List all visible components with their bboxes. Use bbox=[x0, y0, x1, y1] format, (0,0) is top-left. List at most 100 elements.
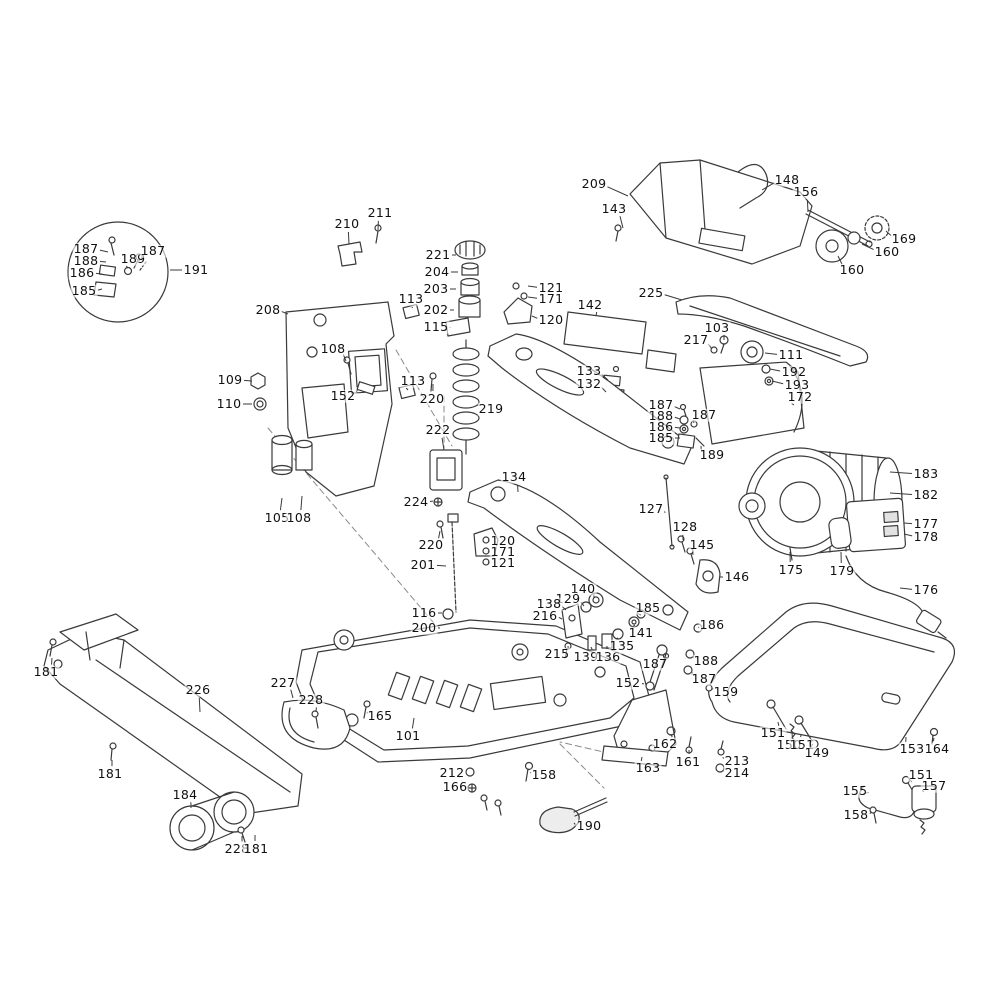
part-label-149: 149 bbox=[803, 744, 831, 760]
pivot-block-art bbox=[429, 449, 499, 635]
part-label-103: 103 bbox=[703, 319, 731, 335]
part-label-136: 136 bbox=[594, 648, 622, 664]
part-label-181: 181 bbox=[96, 765, 124, 781]
part-label-188: 188 bbox=[692, 652, 720, 668]
part-label-212: 212 bbox=[438, 764, 466, 780]
part-label-171: 171 bbox=[537, 290, 565, 306]
part-label-105: 105 bbox=[263, 509, 291, 525]
part-label-192: 192 bbox=[780, 363, 808, 379]
part-label-187: 187 bbox=[690, 406, 718, 422]
part-label-202: 202 bbox=[422, 301, 450, 317]
part-label-171: 171 bbox=[489, 543, 517, 559]
part-label-113: 113 bbox=[399, 372, 427, 388]
pump-bracket-art bbox=[858, 785, 937, 835]
part-label-222: 222 bbox=[424, 421, 452, 437]
terminal-hardware-art bbox=[676, 403, 705, 449]
part-label-178: 178 bbox=[912, 528, 940, 544]
part-label-162: 162 bbox=[651, 735, 679, 751]
blade-holder-arm-art bbox=[563, 295, 869, 445]
part-label-175: 175 bbox=[777, 561, 805, 577]
part-label-220: 220 bbox=[417, 536, 445, 552]
part-label-135: 135 bbox=[608, 637, 636, 653]
part-label-221: 221 bbox=[424, 246, 452, 262]
part-label-201: 201 bbox=[409, 556, 437, 572]
part-label-164: 164 bbox=[923, 740, 951, 756]
part-label-152: 152 bbox=[329, 387, 357, 403]
part-label-186: 186 bbox=[68, 264, 96, 280]
part-label-216: 216 bbox=[531, 607, 559, 623]
part-label-219: 219 bbox=[477, 400, 505, 416]
part-label-200: 200 bbox=[410, 619, 438, 635]
part-label-120: 120 bbox=[489, 532, 517, 548]
part-label-176: 176 bbox=[912, 581, 940, 597]
part-label-151: 151 bbox=[907, 766, 935, 782]
part-label-225: 225 bbox=[637, 284, 665, 300]
tension-knob-stack-art bbox=[398, 240, 533, 400]
part-label-158: 158 bbox=[842, 806, 870, 822]
pivot-hardware-art bbox=[561, 592, 646, 659]
part-label-156: 156 bbox=[792, 183, 820, 199]
part-label-224: 224 bbox=[402, 493, 430, 509]
part-label-127: 127 bbox=[637, 500, 665, 516]
part-label-153: 153 bbox=[898, 740, 926, 756]
upper-arm-art bbox=[487, 333, 693, 465]
part-label-181: 181 bbox=[242, 840, 270, 856]
part-label-210: 210 bbox=[333, 215, 361, 231]
part-label-203: 203 bbox=[422, 280, 450, 296]
part-label-181: 181 bbox=[32, 663, 60, 679]
part-label-189: 189 bbox=[698, 446, 726, 462]
part-label-160: 160 bbox=[873, 243, 901, 259]
part-label-204: 204 bbox=[423, 263, 451, 279]
part-label-159: 159 bbox=[712, 683, 740, 699]
part-label-190: 190 bbox=[575, 817, 603, 833]
part-label-121: 121 bbox=[489, 554, 517, 570]
part-label-184: 184 bbox=[171, 786, 199, 802]
part-label-160: 160 bbox=[838, 261, 866, 277]
part-label-209: 209 bbox=[580, 175, 608, 191]
part-label-220: 220 bbox=[418, 390, 446, 406]
part-label-186: 186 bbox=[647, 418, 675, 434]
dust-cover-art bbox=[43, 613, 351, 851]
part-label-228: 228 bbox=[297, 691, 325, 707]
part-label-108: 108 bbox=[319, 340, 347, 356]
part-label-186: 186 bbox=[698, 616, 726, 632]
part-label-120: 120 bbox=[537, 311, 565, 327]
part-label-187: 187 bbox=[139, 242, 167, 258]
lower-arm-art bbox=[467, 479, 689, 631]
part-label-217: 217 bbox=[682, 331, 710, 347]
part-label-211: 211 bbox=[366, 204, 394, 220]
part-label-208: 208 bbox=[254, 301, 282, 317]
part-label-185: 185 bbox=[70, 282, 98, 298]
part-label-165: 165 bbox=[366, 707, 394, 723]
part-label-110: 110 bbox=[215, 395, 243, 411]
part-label-213: 213 bbox=[723, 752, 751, 768]
part-label-166: 166 bbox=[441, 778, 469, 794]
part-label-146: 146 bbox=[723, 568, 751, 584]
part-label-182: 182 bbox=[912, 486, 940, 502]
part-label-187: 187 bbox=[72, 240, 100, 256]
part-label-185: 185 bbox=[647, 429, 675, 445]
tension-spring-art bbox=[452, 339, 480, 455]
part-label-157: 157 bbox=[920, 777, 948, 793]
part-label-179: 179 bbox=[828, 562, 856, 578]
part-label-145: 145 bbox=[688, 536, 716, 552]
part-label-187: 187 bbox=[641, 655, 669, 671]
part-label-161: 161 bbox=[674, 753, 702, 769]
part-label-140: 140 bbox=[569, 580, 597, 596]
part-label-134: 134 bbox=[500, 468, 528, 484]
part-label-152: 152 bbox=[614, 674, 642, 690]
part-label-121: 121 bbox=[537, 279, 565, 295]
part-label-183: 183 bbox=[912, 465, 940, 481]
part-label-188: 188 bbox=[647, 407, 675, 423]
part-label-108: 108 bbox=[285, 509, 313, 525]
part-label-148: 148 bbox=[773, 171, 801, 187]
part-label-109: 109 bbox=[216, 371, 244, 387]
part-label-158: 158 bbox=[530, 766, 558, 782]
part-label-151: 151 bbox=[759, 724, 787, 740]
link-rod-art bbox=[663, 474, 721, 594]
part-label-215: 215 bbox=[543, 645, 571, 661]
part-label-133: 133 bbox=[575, 362, 603, 378]
part-label-187: 187 bbox=[690, 670, 718, 686]
